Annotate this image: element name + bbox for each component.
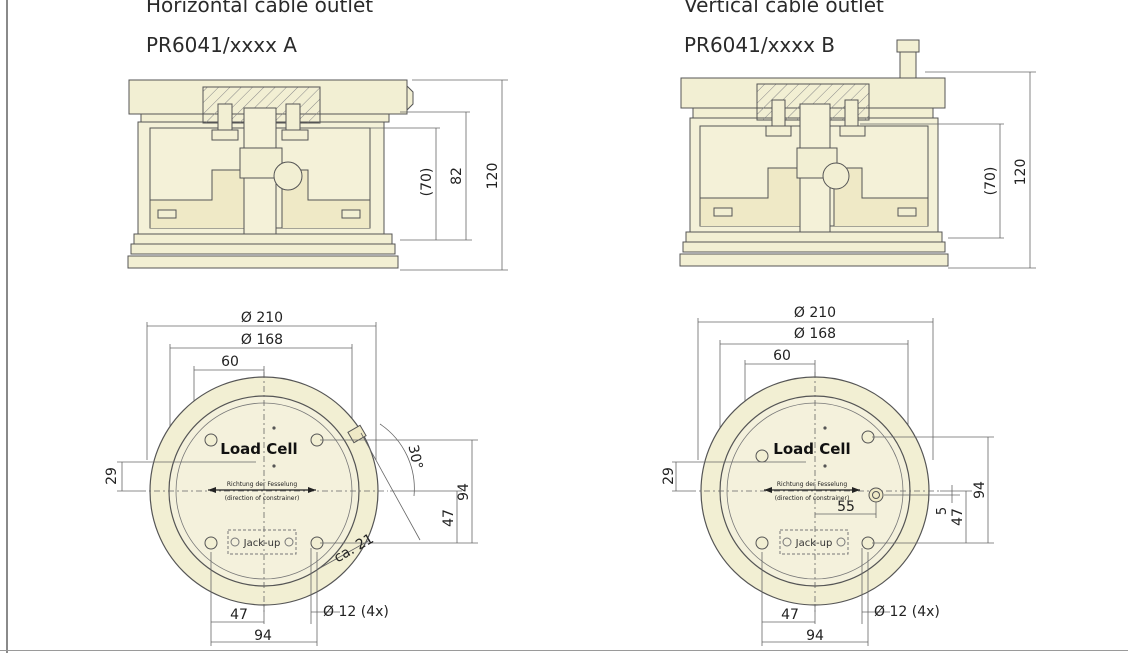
right-dia-168: Ø 168	[794, 326, 836, 342]
right-dim-120: 120	[1013, 159, 1029, 186]
right-dim-55: 55	[837, 499, 855, 515]
left-title-line1: Horizontal cable outlet	[146, 0, 374, 17]
right-dim-5: 5	[935, 507, 950, 515]
right-constraint-en: (direction of constrainer)	[775, 495, 850, 502]
right-dim-94-bottom: 94	[806, 628, 824, 644]
left-constraint-en: (direction of constrainer)	[225, 495, 300, 502]
right-dim-60: 60	[773, 348, 791, 364]
left-dim-47-bottom: 47	[230, 607, 248, 623]
left-side-view	[127, 79, 414, 269]
right-base-plate	[679, 253, 949, 267]
left-top-view: Ø 210 Ø 168 60 29 94 47 30° ca. 21 47 94…	[104, 310, 478, 646]
left-dia-168: Ø 168	[241, 332, 283, 348]
left-constraint-de: Richtung der Fesselung	[227, 481, 298, 488]
left-hole-dia: Ø 12 (4x)	[323, 604, 389, 620]
left-angle-30: 30°	[405, 443, 426, 471]
right-dia-210: Ø 210	[794, 305, 836, 321]
right-dim-29: 29	[661, 467, 677, 485]
left-dim-120: 120	[485, 163, 501, 190]
left-base-plate	[127, 255, 399, 269]
left-title-line2: PR6041/xxxx A	[146, 33, 297, 57]
right-side-view	[679, 39, 949, 267]
right-constraint-de: Richtung der Fesselung	[777, 481, 848, 488]
right-dim-47-bottom: 47	[781, 607, 799, 623]
left-dim-94-bottom: 94	[254, 628, 272, 644]
left-dim-70: (70)	[419, 168, 435, 197]
right-jackup-label: Jack-up	[795, 538, 833, 549]
right-cable-gland-top	[896, 39, 920, 53]
left-dim-47: 47	[441, 509, 457, 527]
right-hole-dia: Ø 12 (4x)	[874, 604, 940, 620]
left-border	[6, 0, 8, 653]
left-dim-60: 60	[221, 354, 239, 370]
left-load-cell-label: Load Cell	[220, 440, 297, 458]
right-dim-47: 47	[950, 508, 966, 526]
right-title-line1: Vertical cable outlet	[684, 0, 884, 17]
right-dim-70: (70)	[983, 167, 999, 196]
left-dim-82: 82	[449, 167, 465, 185]
left-cable-outlet	[406, 84, 414, 112]
right-side-dimensions	[860, 71, 1036, 269]
bottom-border	[0, 650, 1128, 651]
left-jackup-label: Jack-up	[243, 538, 281, 549]
left-dim-94: 94	[456, 483, 472, 501]
left-side-dimensions	[300, 79, 508, 271]
right-title-line2: PR6041/xxxx B	[684, 33, 836, 57]
right-load-cell-label: Load Cell	[773, 440, 850, 458]
left-dim-29: 29	[104, 467, 120, 485]
left-dia-210: Ø 210	[241, 310, 283, 326]
right-top-view: Ø 210 Ø 168 60 29 94 47 5 55 47 94 Ø 12 …	[661, 305, 994, 646]
right-dim-94: 94	[972, 481, 988, 499]
